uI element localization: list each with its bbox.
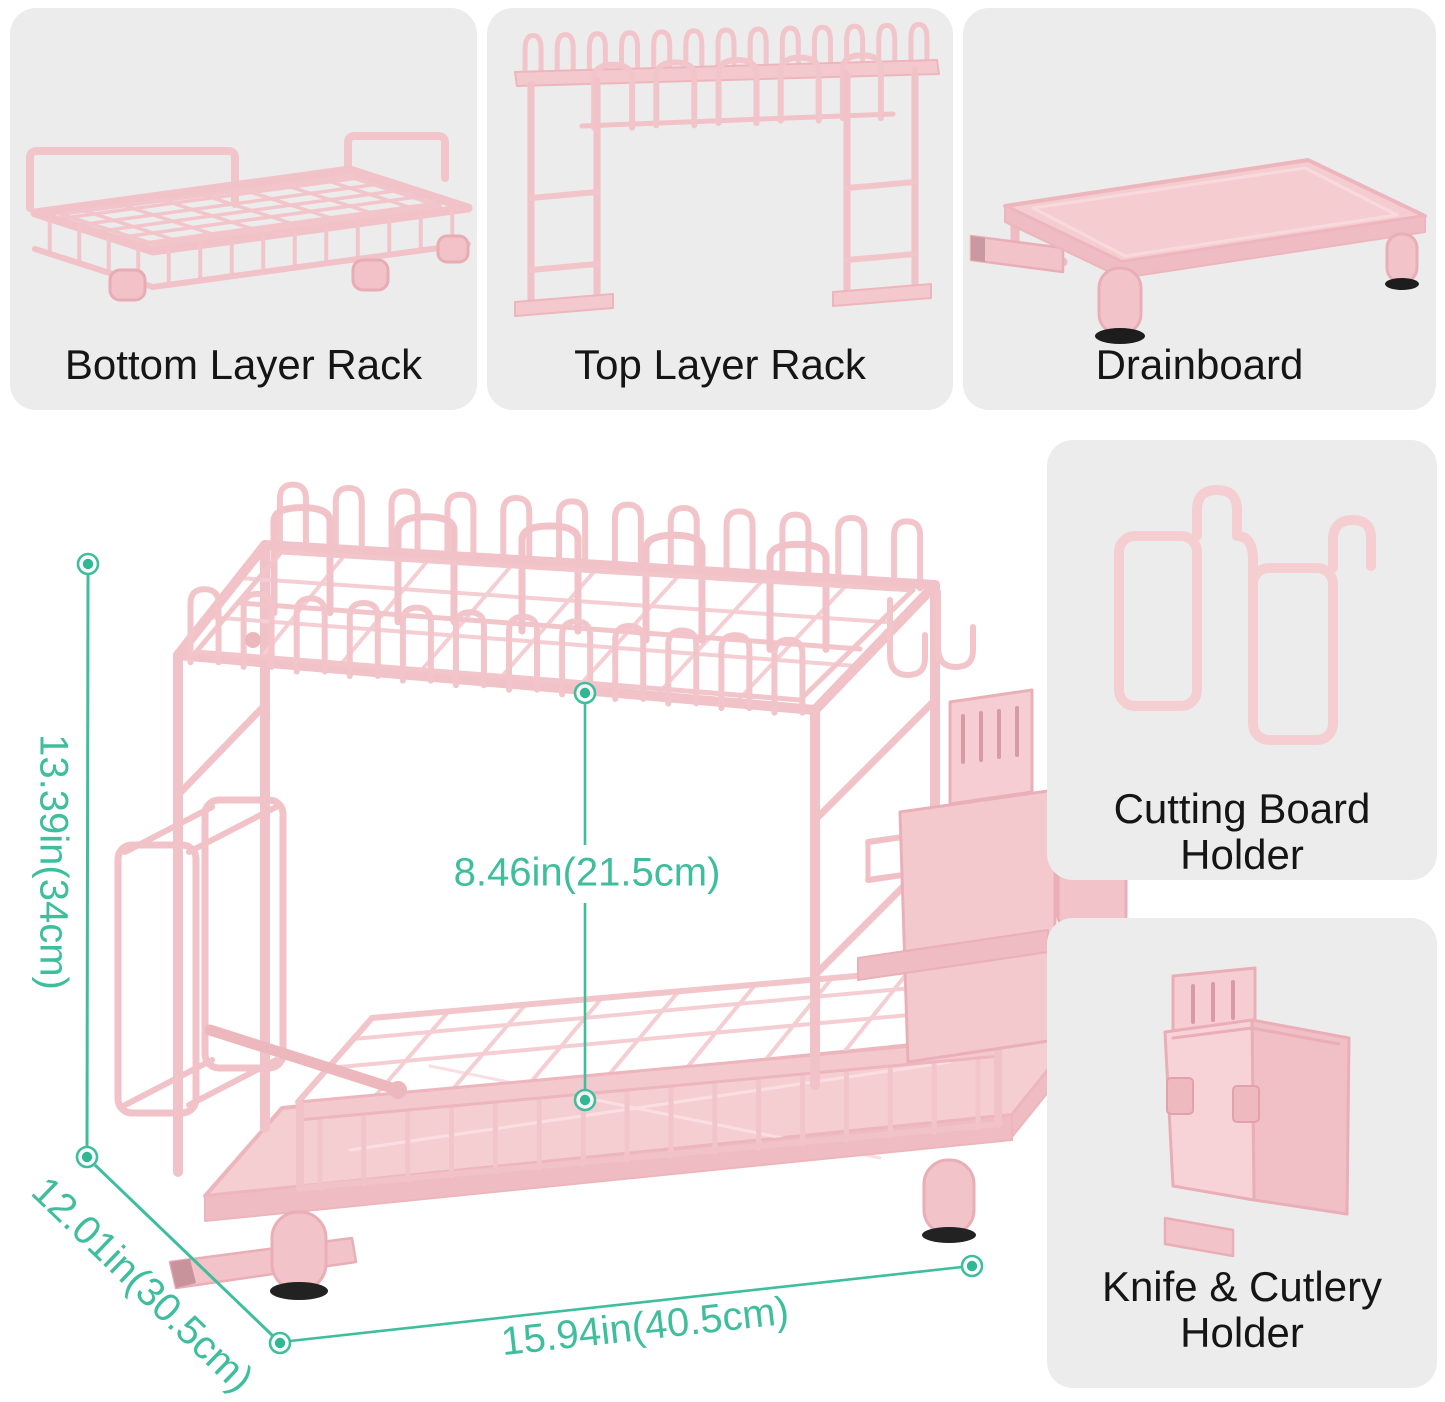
panel-label-drainboard: Drainboard [1095, 341, 1304, 388]
upper-clearance-dimension-label: 8.46in(21.5cm) [453, 850, 721, 895]
panel-label-bottom-layer-rack: Bottom Layer Rack [64, 341, 423, 388]
cutting-board-holder-illustration [1114, 485, 1376, 745]
panel-bottom-layer-rack: Bottom Layer Rack [10, 8, 477, 410]
panel-label-cutting-board-holder: Cutting Board Holder [1113, 785, 1371, 878]
cup-holder-part [114, 796, 407, 1117]
height-dimension-line [85, 573, 90, 1148]
dimension-annotations [75, 552, 984, 1355]
panel-cutting-board-holder: Cutting Board Holder [1047, 440, 1437, 880]
top-tier-rack [173, 481, 976, 716]
height-dimension-label: 13.39in(34cm) [31, 734, 76, 990]
panel-label-knife-cutlery-holder: Knife & Cutlery Holder [1101, 1263, 1383, 1356]
panel-label-top-layer-rack: Top Layer Rack [574, 341, 866, 388]
panel-knife-cutlery-holder: Knife & Cutlery Holder [1047, 918, 1437, 1388]
cutlery-holder-part [857, 688, 1128, 1064]
width-dimension-line [289, 1265, 963, 1343]
depth-dimension-line [93, 1163, 275, 1338]
knife-cutlery-holder-illustration [1163, 966, 1351, 1258]
panel-top-layer-rack: Top Layer Rack [487, 8, 953, 410]
drainboard-part [168, 1026, 1084, 1300]
drainboard-illustration [969, 158, 1427, 344]
top-layer-rack-illustration [514, 21, 940, 317]
bottom-tier-basket [295, 955, 1065, 1192]
bottom-layer-rack-illustration [26, 132, 473, 302]
panel-drainboard: Drainboard [963, 8, 1436, 410]
